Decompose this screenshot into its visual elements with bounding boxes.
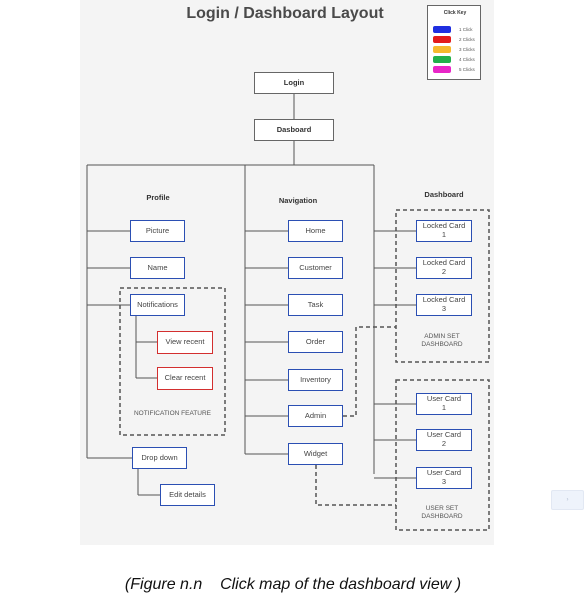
- legend-label-1: 1 Click: [459, 27, 473, 32]
- user-group-label: USER SET DASHBOARD: [404, 505, 480, 522]
- user-group-label-line2: DASHBOARD: [421, 513, 463, 521]
- admin-group-label-line1: ADMIN SET: [424, 333, 460, 340]
- connector-widget-to-user-set: [315, 465, 396, 506]
- nav-home-node[interactable]: Home: [288, 220, 343, 242]
- legend-item-4: 4 Clicks: [433, 56, 479, 63]
- locked-card-1-number: 1: [441, 230, 447, 239]
- legend-swatch-4: [433, 56, 451, 63]
- locked-card-3-number: 3: [441, 304, 447, 313]
- nav-customer-node[interactable]: Customer: [288, 257, 343, 279]
- drop-down-node[interactable]: Drop down: [132, 447, 187, 469]
- locked-card-2-title: Locked Card: [422, 258, 466, 268]
- legend-item-5: 5 Clicks: [433, 66, 479, 73]
- legend-label-2: 2 Clicks: [459, 37, 475, 42]
- legend-item-2: 2 Clicks: [433, 36, 479, 43]
- legend-swatch-5: [433, 66, 451, 73]
- nav-inventory-node[interactable]: Inventory: [288, 369, 343, 391]
- nav-task-node[interactable]: Task: [288, 294, 343, 316]
- user-card-2-title: User Card: [426, 430, 462, 440]
- diagram-title: Login / Dashboard Layout: [186, 5, 384, 22]
- legend-label-5: 5 Clicks: [459, 67, 475, 72]
- locked-card-2-number: 2: [441, 267, 447, 276]
- notification-group-label: NOTIFICATION FEATURE: [133, 410, 212, 417]
- legend-title: Click Key: [443, 10, 467, 16]
- user-card-3-title: User Card: [426, 468, 462, 478]
- legend-swatch-2: [433, 36, 451, 43]
- legend-swatch-3: [433, 46, 451, 53]
- overlay-chevron-icon: ›: [566, 497, 569, 503]
- user-card-3-node[interactable]: User Card 3: [416, 467, 472, 489]
- view-recent-node[interactable]: View recent: [157, 331, 213, 354]
- legend-swatch-1: [433, 26, 451, 33]
- admin-group-label: ADMIN SET DASHBOARD: [404, 333, 480, 350]
- locked-card-3-title: Locked Card: [422, 295, 466, 305]
- navigation-heading: Navigation: [278, 196, 318, 205]
- legend-label-3: 3 Clicks: [459, 47, 475, 52]
- locked-card-1-node[interactable]: Locked Card 1: [416, 220, 472, 242]
- connector-admin-to-admin-set: [343, 326, 396, 417]
- notification-group-box: [119, 287, 226, 436]
- legend-label-4: 4 Clicks: [459, 57, 475, 62]
- locked-card-1-title: Locked Card: [422, 221, 466, 231]
- nav-admin-node[interactable]: Admin: [288, 405, 343, 427]
- nav-widget-node[interactable]: Widget: [288, 443, 343, 465]
- dashboard-heading: Dashboard: [424, 190, 464, 199]
- click-key-legend: Click Key 1 Click 2 Clicks 3 Clicks 4 Cl…: [427, 5, 481, 80]
- locked-card-3-node[interactable]: Locked Card 3: [416, 294, 472, 316]
- picture-node[interactable]: Picture: [130, 220, 185, 242]
- user-card-3-number: 3: [441, 477, 447, 486]
- user-card-1-title: User Card: [426, 394, 462, 404]
- user-group-label-line1: USER SET: [425, 505, 459, 512]
- figure-caption: (Figure n.n Click map of the dashboard v…: [124, 576, 462, 593]
- clear-recent-node[interactable]: Clear recent: [157, 367, 213, 390]
- dashboard-node[interactable]: Dasboard: [254, 119, 334, 141]
- nav-order-node[interactable]: Order: [288, 331, 343, 353]
- profile-heading: Profile: [146, 193, 170, 202]
- user-card-2-number: 2: [441, 439, 447, 448]
- user-group-box: [395, 379, 490, 531]
- locked-card-2-node[interactable]: Locked Card 2: [416, 257, 472, 279]
- user-card-1-node[interactable]: User Card 1: [416, 393, 472, 415]
- legend-item-3: 3 Clicks: [433, 46, 479, 53]
- user-card-2-node[interactable]: User Card 2: [416, 429, 472, 451]
- name-node[interactable]: Name: [130, 257, 185, 279]
- edit-details-node[interactable]: Edit details: [160, 484, 215, 506]
- legend-item-1: 1 Click: [433, 26, 479, 33]
- admin-group-label-line2: DASHBOARD: [421, 341, 463, 349]
- notifications-node[interactable]: Notifications: [130, 294, 185, 316]
- user-card-1-number: 1: [441, 403, 447, 412]
- admin-group-box: [395, 209, 490, 363]
- login-node[interactable]: Login: [254, 72, 334, 94]
- overlay-button[interactable]: ›: [551, 490, 584, 510]
